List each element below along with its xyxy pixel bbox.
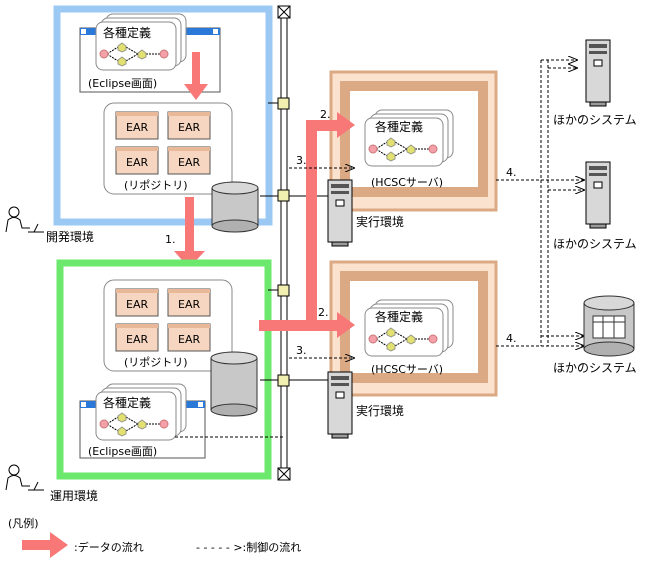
step3b-label: 3. <box>296 344 307 357</box>
server-tower-icon-1 <box>327 179 353 247</box>
exec-env-label-1: 実行環境 <box>356 214 404 229</box>
data-arrow-step2 <box>259 112 355 338</box>
step4a-label: 4. <box>506 166 517 179</box>
hcsc-server-2 <box>329 260 498 397</box>
server-tower-icon-2 <box>327 371 353 439</box>
other-system-server-icon-2 <box>585 161 611 229</box>
def-label-ops: 各種定義 <box>103 395 151 410</box>
flow-icon-hcsc1 <box>368 137 438 162</box>
ear-7: EAR <box>126 333 148 346</box>
repo-caption-dev: (リポジトリ) <box>124 179 188 192</box>
def-label-hcsc2: 各種定義 <box>375 309 423 324</box>
legend-title: (凡例) <box>8 516 39 530</box>
ear-3: EAR <box>126 156 148 169</box>
step2a-label: 2. <box>320 108 331 121</box>
exec-env-label-2: 実行環境 <box>356 403 404 418</box>
person-icon-dev <box>5 206 44 233</box>
step4b-label: 4. <box>506 332 517 345</box>
def-label-hcsc1: 各種定義 <box>375 119 423 134</box>
network-bus <box>260 5 330 481</box>
step2b-label: 2. <box>318 306 329 319</box>
database-icon-ops <box>210 351 258 417</box>
legend-data-flow: :データの流れ <box>74 540 144 554</box>
other-system-label-3: ほかのシステム <box>553 361 637 375</box>
flow-icon-dev <box>99 42 169 67</box>
other-system-database-icon <box>583 295 635 357</box>
other-system-label-2: ほかのシステム <box>553 237 637 251</box>
ear-6: EAR <box>178 298 200 311</box>
ear-2: EAR <box>178 121 200 134</box>
ear-8: EAR <box>178 333 200 346</box>
eclipse-caption-ops: (Eclipse画面) <box>88 445 157 458</box>
ops-env-label: 運用環境 <box>50 488 98 503</box>
step1-label: 1. <box>165 233 176 246</box>
hcsc-caption-2: (HCSCサーバ) <box>371 363 443 376</box>
person-icon-ops <box>5 464 44 491</box>
ear-grid-ops <box>115 288 211 352</box>
ear-4: EAR <box>178 156 200 169</box>
flow-icon-ops <box>99 412 169 437</box>
legend-data-arrow <box>22 532 68 558</box>
ear-1: EAR <box>126 121 148 134</box>
database-icon-dev <box>211 181 259 233</box>
other-system-label-1: ほかのシステム <box>553 113 637 127</box>
definition-stack-dev <box>95 13 187 71</box>
step3a-label: 3. <box>296 154 307 167</box>
control-lines-step4 <box>496 60 584 346</box>
other-system-server-icon-1 <box>585 39 611 107</box>
hcsc-server-1 <box>329 70 498 212</box>
eclipse-caption-dev: (Eclipse画面) <box>88 77 157 90</box>
hcsc-caption-1: (HCSCサーバ) <box>371 176 443 189</box>
repo-caption-ops: (リポジトリ) <box>124 356 188 369</box>
dev-env-label: 開発環境 <box>46 229 94 244</box>
data-arrow-eclipse-repo <box>184 52 208 100</box>
ear-5: EAR <box>126 298 148 311</box>
def-label-dev: 各種定義 <box>103 25 151 40</box>
legend-control-flow: - - - - - >:制御の流れ <box>196 540 301 554</box>
ear-grid-dev <box>115 111 211 175</box>
flow-icon-hcsc2 <box>368 327 438 352</box>
definition-stack-ops <box>95 383 187 441</box>
